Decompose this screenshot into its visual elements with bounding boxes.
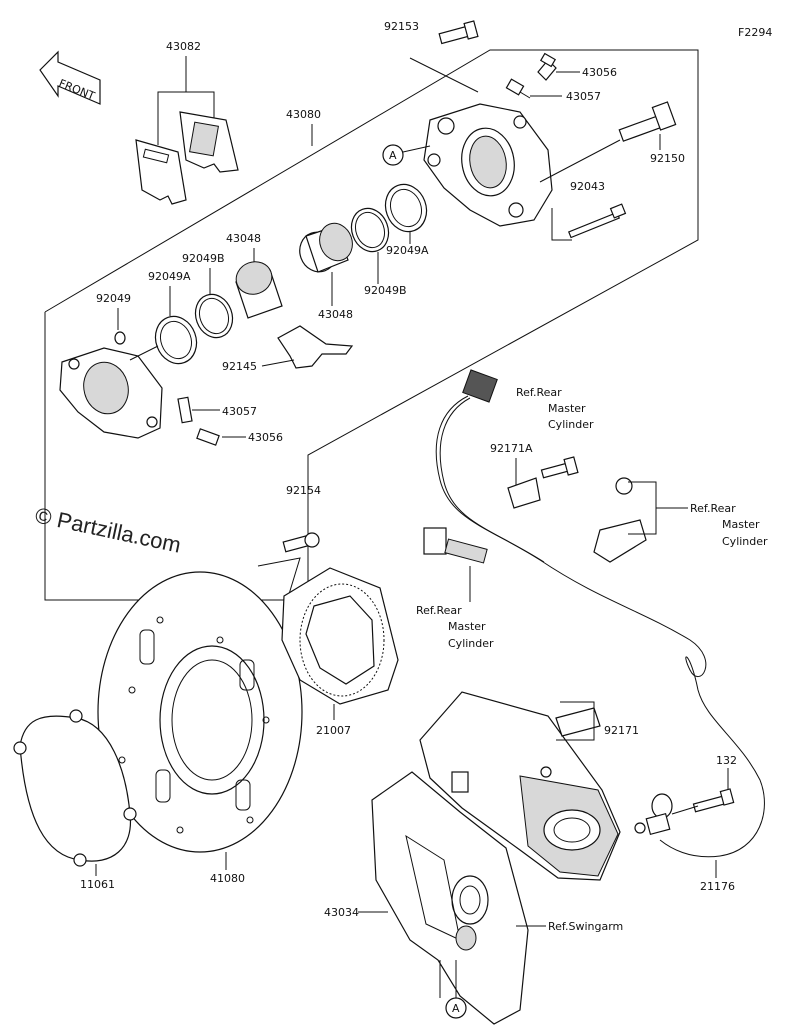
label-132: 132 — [716, 754, 737, 767]
caliper-body-icon — [59, 347, 163, 439]
label-92049a-bottom: 92049A — [148, 270, 191, 283]
bleeder-cap-top-icon — [505, 78, 531, 99]
svg-text:A: A — [452, 1002, 460, 1015]
abs-sensor-cable-icon — [435, 369, 765, 858]
svg-text:A: A — [389, 149, 397, 162]
label-43056-top: 43056 — [582, 66, 617, 79]
piston-seal-92049a-bottom-icon — [154, 315, 198, 365]
label-92049a-top: 92049A — [386, 244, 429, 257]
label-92154: 92154 — [286, 484, 321, 497]
brake-disc-41080-icon — [97, 571, 303, 853]
banjo-bolt-icon — [593, 477, 647, 563]
label-21176: 21176 — [700, 880, 735, 893]
label-92043: 92043 — [570, 180, 605, 193]
svg-text:Master: Master — [548, 402, 586, 415]
piston-seal-92049a-top-icon — [384, 183, 428, 233]
hose-fitting-left-icon — [423, 527, 488, 564]
caliper-bracket-icon — [423, 103, 553, 227]
abs-sensor-ring-21007-icon — [281, 567, 399, 705]
ref-rear-master-cylinder-1: Ref.Rear Master Cylinder — [516, 386, 594, 431]
label-43048-bottom: 43048 — [226, 232, 261, 245]
label-92153: 92153 — [384, 20, 419, 33]
label-43082: 43082 — [166, 40, 201, 53]
callout-a-bottom: A — [439, 960, 467, 1019]
bleeder-cap-bottom-icon — [177, 396, 193, 424]
svg-text:Cylinder: Cylinder — [448, 637, 494, 650]
svg-text:Ref.Rear: Ref.Rear — [516, 386, 562, 399]
ref-rear-master-cylinder-3: Ref.Rear Master Cylinder — [690, 502, 768, 548]
caliper-assembly-rear-icon — [419, 691, 621, 881]
pin-bolt-92150-icon — [618, 101, 677, 142]
bolt-92171a-icon — [540, 456, 579, 479]
clamp-92171-icon — [555, 707, 601, 737]
pad-spring-92145-icon — [277, 325, 354, 369]
bleeder-valve-top-icon — [537, 52, 557, 81]
label-92145: 92145 — [222, 360, 257, 373]
label-92049: 92049 — [96, 292, 131, 305]
label-43056-bottom: 43056 — [248, 431, 283, 444]
ref-rear-master-cylinder-2: Ref.Rear Master Cylinder — [416, 604, 494, 650]
label-92150: 92150 — [650, 152, 685, 165]
watermark: © Partzilla.com — [33, 502, 183, 557]
caliper-assembly-outline — [44, 49, 699, 601]
rotor-bolt-92154-icon — [282, 532, 320, 553]
svg-text:Cylinder: Cylinder — [722, 535, 768, 548]
piston-43048-bottom-icon — [235, 261, 283, 319]
label-92049b-bottom: 92049B — [182, 252, 225, 265]
svg-text:Master: Master — [722, 518, 760, 531]
label-43048-top: 43048 — [318, 308, 353, 321]
wheel-speed-sensor-21176-icon — [634, 793, 673, 836]
label-21007: 21007 — [316, 724, 351, 737]
slide-pin-92043-icon — [567, 203, 627, 239]
clamp-92171a-icon — [507, 477, 541, 509]
piston-seal-92049b-top-icon — [350, 207, 390, 253]
caliper-bracket-43034-icon — [371, 771, 529, 1025]
piston-43048-top-icon — [299, 222, 353, 273]
bolt-92153-icon — [438, 20, 479, 45]
label-43057-bottom: 43057 — [222, 405, 257, 418]
svg-text:Ref.Rear: Ref.Rear — [416, 604, 462, 617]
piston-seal-92049b-bottom-icon — [194, 293, 234, 339]
ref-swingarm: Ref.Swingarm — [548, 920, 623, 933]
front-arrow-icon: FRONT — [39, 50, 101, 105]
label-41080: 41080 — [210, 872, 245, 885]
diagram-code: F2294 — [738, 26, 772, 39]
label-92171: 92171 — [604, 724, 639, 737]
bleeder-valve-bottom-icon — [196, 428, 220, 446]
brake-pads-icon — [135, 111, 239, 205]
svg-text:Ref.Rear: Ref.Rear — [690, 502, 736, 515]
callout-a-top: A — [382, 144, 431, 166]
svg-text:Cylinder: Cylinder — [548, 418, 594, 431]
gasket-11061-icon — [13, 709, 137, 867]
label-92171a: 92171A — [490, 442, 533, 455]
label-43034: 43034 — [324, 906, 359, 919]
o-ring-92049-icon — [114, 331, 126, 345]
label-11061: 11061 — [80, 878, 115, 891]
bolt-132-icon — [692, 788, 735, 813]
label-92049b-top: 92049B — [364, 284, 407, 297]
label-43057-top: 43057 — [566, 90, 601, 103]
label-43080: 43080 — [286, 108, 321, 121]
svg-text:Master: Master — [448, 620, 486, 633]
